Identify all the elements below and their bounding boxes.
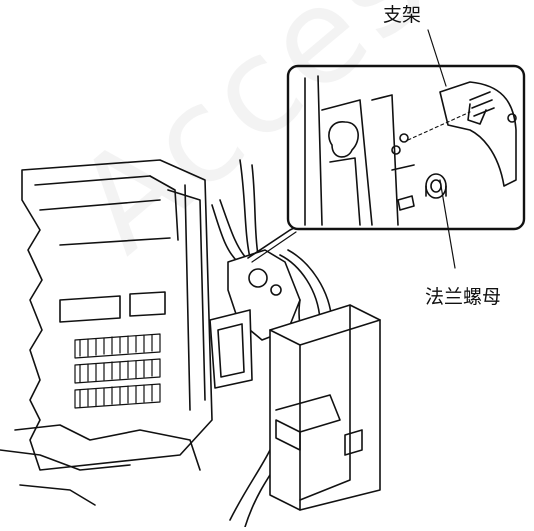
connector-assembly: [209, 249, 333, 389]
fuse-rows: [74, 333, 161, 409]
wire-harness: [211, 159, 286, 528]
relay-box: [269, 304, 381, 511]
junction-block: [0, 159, 213, 506]
bolt-alignment-line: [407, 111, 471, 141]
flange-nut-label: 法兰螺母: [425, 286, 502, 308]
leader-flange-nut: [439, 179, 456, 269]
leader-bracket: [427, 29, 447, 87]
detail-inset: [286, 64, 526, 231]
bracket-label: 支架: [383, 4, 422, 26]
